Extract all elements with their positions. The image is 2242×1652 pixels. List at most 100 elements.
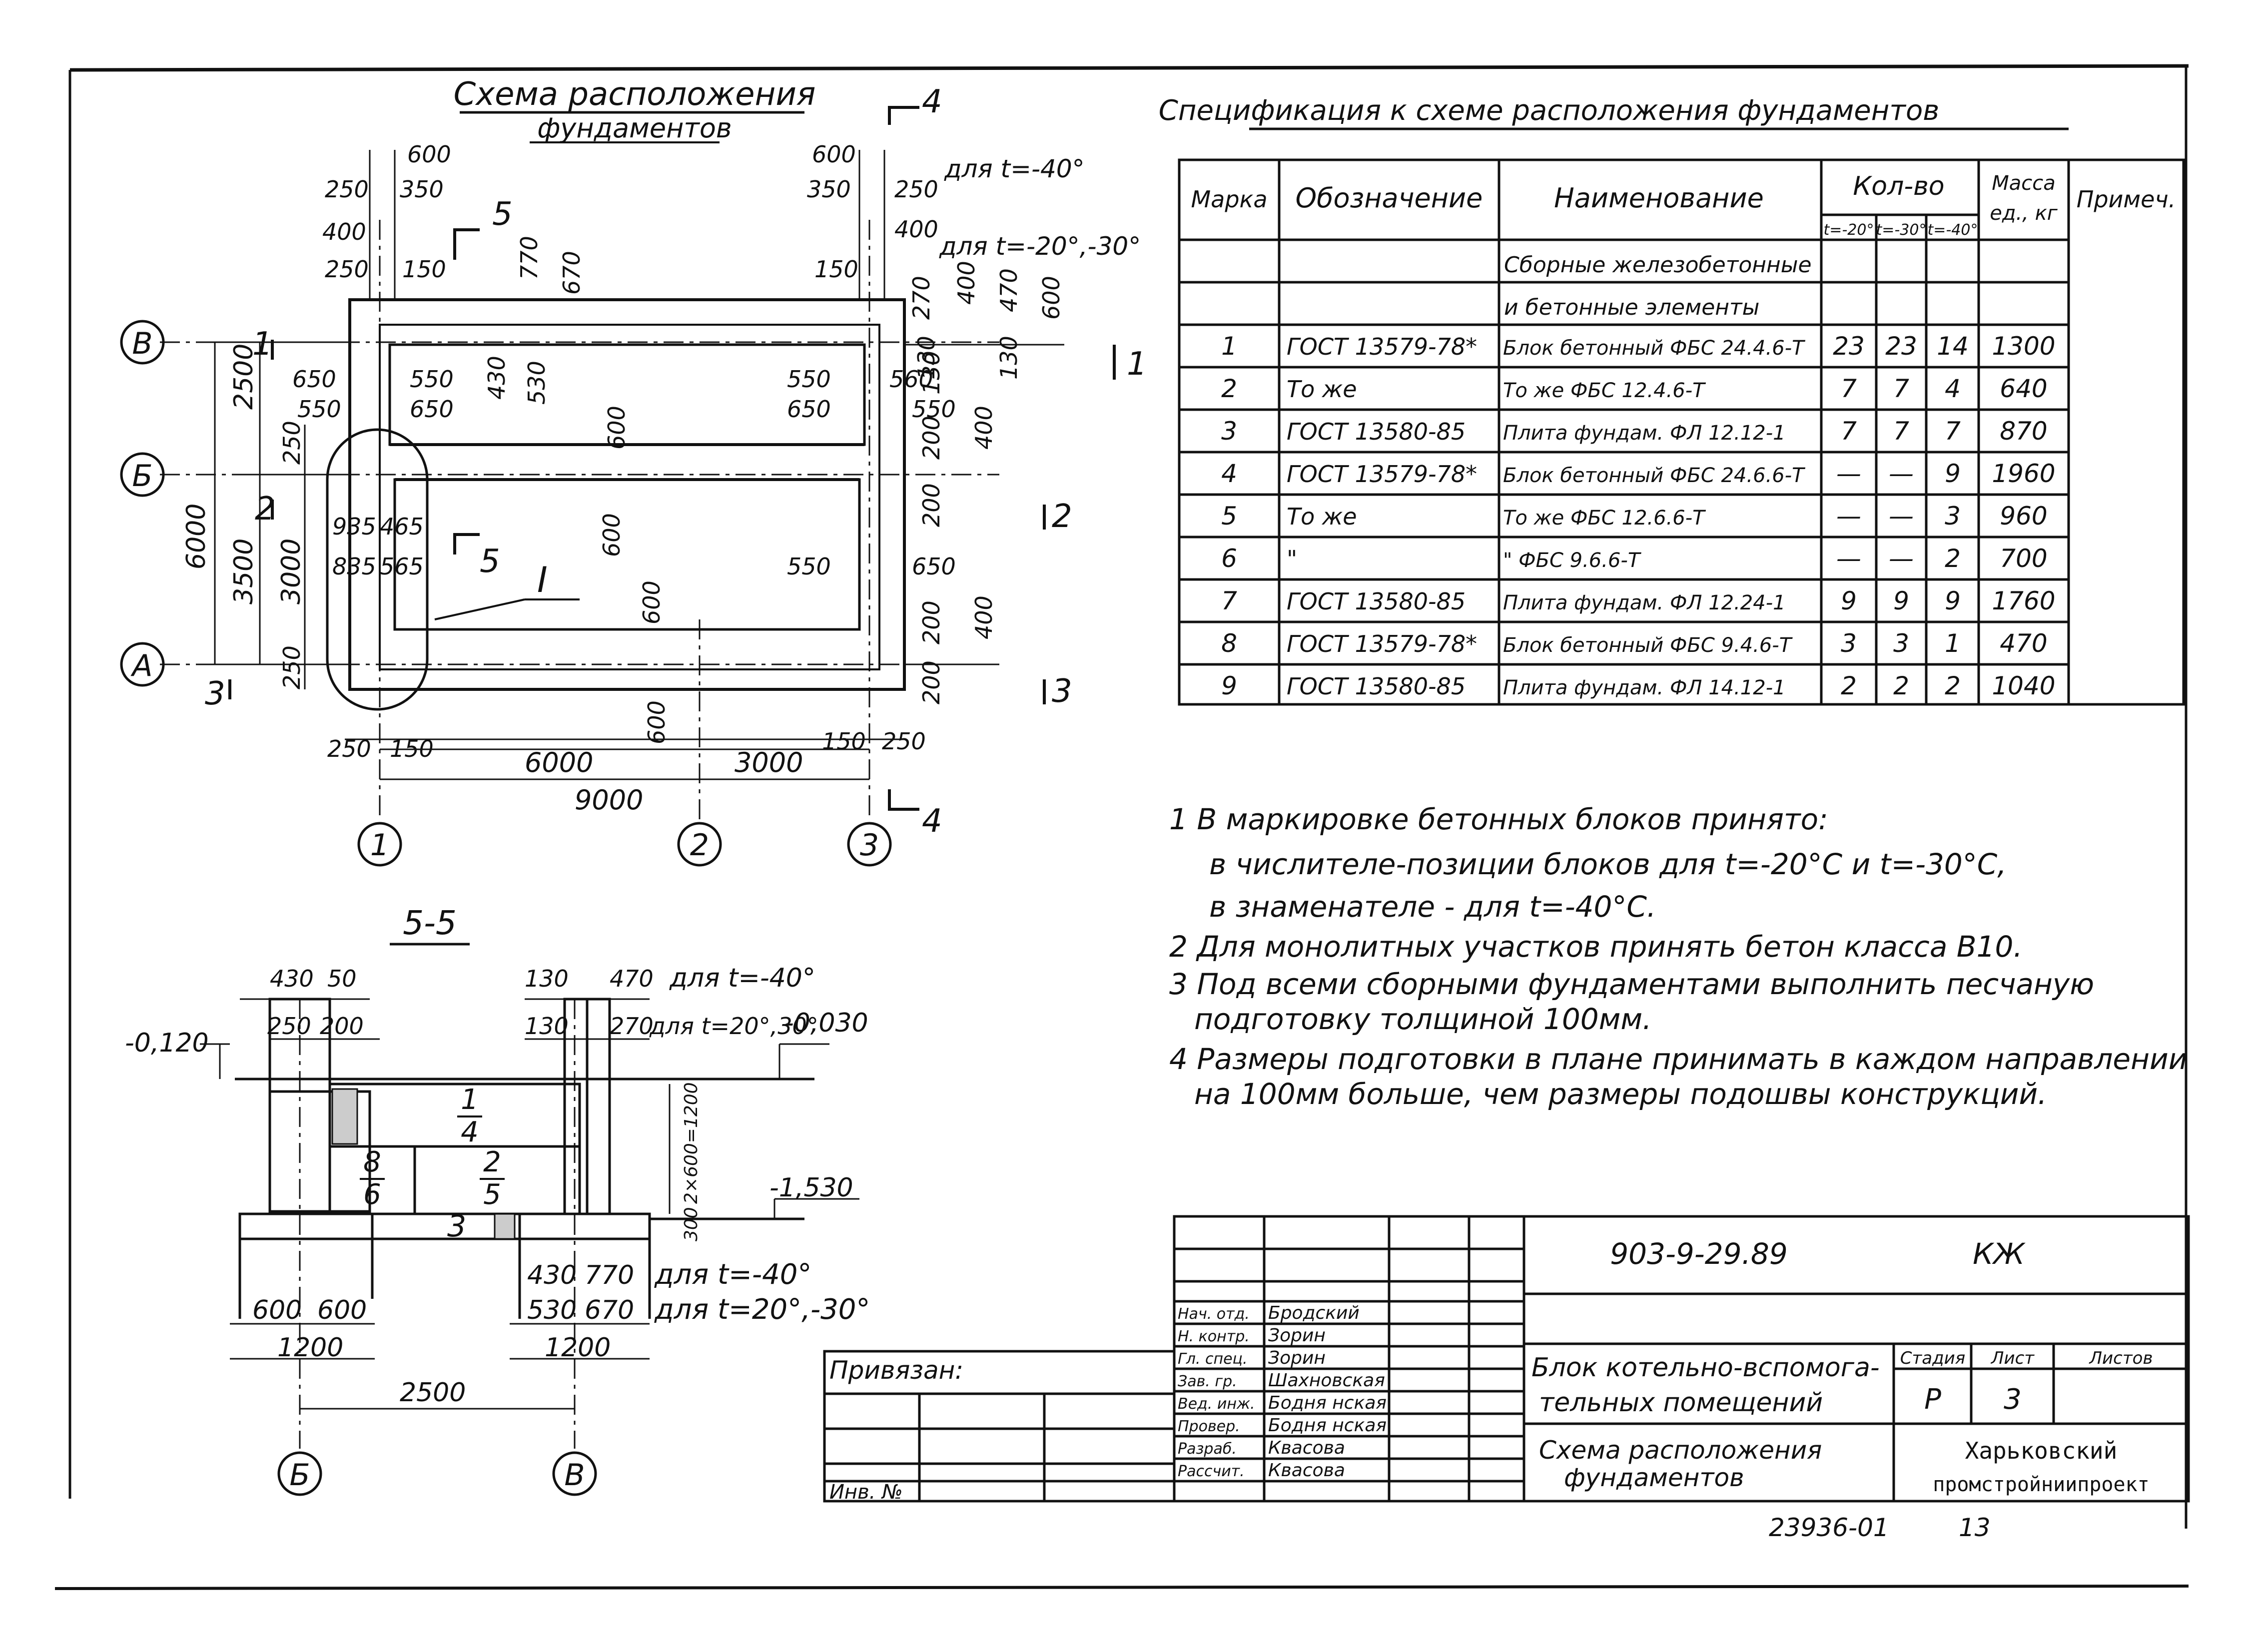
svg-text:250: 250 <box>325 176 369 203</box>
svg-text:1200: 1200 <box>545 1333 611 1363</box>
axis-3: 3 <box>860 828 879 863</box>
spec-cell-des: " <box>1287 546 1297 572</box>
detail-mark: I <box>537 559 548 600</box>
object-line-1: Блок котельно-вспомога- <box>1531 1353 1880 1383</box>
svg-text:470: 470 <box>610 965 654 992</box>
spec-cell-mass: 870 <box>2000 417 2047 446</box>
stamp-role: Вед. инж. <box>1178 1395 1255 1413</box>
section-axis-v: В <box>564 1458 585 1493</box>
stamp-name: Квасова <box>1268 1460 1345 1481</box>
svg-text:600: 600 <box>643 700 670 744</box>
sheet-frame <box>54 64 2189 1590</box>
spec-cell-mark: 5 <box>1221 502 1237 531</box>
group-line-2: и бетонные элементы <box>1504 295 1759 320</box>
svg-text:200: 200 <box>918 416 945 460</box>
spec-cell-mark: 7 <box>1221 586 1237 615</box>
svg-text:-1,530: -1,530 <box>769 1173 853 1203</box>
spec-cell-q40: 7 <box>1945 417 1961 446</box>
section-axis-lines <box>299 999 576 1449</box>
stamp-role: Разраб. <box>1178 1440 1237 1458</box>
svg-text:270: 270 <box>908 276 935 320</box>
svg-text:2: 2 <box>483 1146 501 1178</box>
svg-text:1200: 1200 <box>277 1333 343 1363</box>
stamp-role: Зав. гр. <box>1178 1373 1237 1390</box>
svg-text:600: 600 <box>638 580 665 624</box>
svg-text:4: 4 <box>461 1116 479 1148</box>
svg-text:50: 50 <box>327 965 357 992</box>
svg-text:650: 650 <box>410 396 454 423</box>
object-line-2: тельных помещений <box>1539 1388 1823 1418</box>
svg-text:2: 2 <box>255 491 275 528</box>
col-mass-unit: ед., кг <box>1990 202 2058 225</box>
svg-text:для t=-40°: для t=-40° <box>669 963 815 993</box>
spec-cell-q40: 3 <box>1945 502 1961 531</box>
plan-dimension-lines <box>205 150 1064 780</box>
note-4: 4 Размеры подготовки в плане принимать в… <box>1169 1042 2187 1076</box>
section-mark-labels: 4 4 5 5 1 1 2 2 3 3 <box>205 83 1147 840</box>
inv-label: Инв. № <box>829 1481 903 1504</box>
svg-text:430: 430 <box>270 965 314 992</box>
spec-cell-q20: — <box>1836 544 1861 573</box>
svg-text:-0,120: -0,120 <box>125 1028 209 1058</box>
svg-text:250: 250 <box>278 645 305 689</box>
spec-cell-mass: 700 <box>2000 544 2047 573</box>
note-3: 3 Под всеми сборными фундаментами выполн… <box>1169 967 2094 1001</box>
spec-cell-name: Плита фундам. ФЛ 12.12-1 <box>1503 422 1786 445</box>
plan-dimension-labels: 600 250 350 400 250 150 600 350 250 400 … <box>181 141 1141 816</box>
svg-text:для t=-40°: для t=-40° <box>654 1258 811 1291</box>
svg-text:200: 200 <box>918 660 945 704</box>
svg-text:600: 600 <box>1038 276 1065 320</box>
col-designation: Обозначение <box>1296 182 1483 214</box>
svg-text:770: 770 <box>516 236 543 280</box>
spec-cell-q30: 23 <box>1885 332 1917 361</box>
spec-cell-mark: 9 <box>1221 671 1237 700</box>
svg-text:250: 250 <box>894 176 938 203</box>
svg-text:3000: 3000 <box>276 539 306 604</box>
axis-2: 2 <box>690 828 709 863</box>
spec-cell-q40: 9 <box>1945 459 1961 488</box>
svg-text:935: 935 <box>332 513 376 540</box>
spec-cell-des: ГОСТ 13579-78* <box>1287 461 1477 488</box>
spec-cell-name: Блок бетонный ФБС 9.4.6-Т <box>1503 634 1793 657</box>
stamp-role: Н. контр. <box>1178 1328 1250 1345</box>
svg-text:3: 3 <box>205 675 225 712</box>
svg-text:250: 250 <box>325 256 369 283</box>
spec-cell-q30: — <box>1889 459 1914 488</box>
archive-number: 23936-01 <box>1769 1513 1889 1542</box>
spec-grid <box>1178 158 2185 706</box>
svg-text:430: 430 <box>527 1260 577 1290</box>
svg-text:400: 400 <box>970 406 997 450</box>
spec-cell-q40: 4 <box>1945 374 1961 403</box>
spec-cell-q20: — <box>1836 502 1861 531</box>
spec-cell-q40: 9 <box>1945 586 1961 615</box>
svg-text:770: 770 <box>585 1260 634 1290</box>
svg-text:2500: 2500 <box>229 344 259 410</box>
svg-text:5: 5 <box>483 1178 501 1211</box>
svg-text:565: 565 <box>380 553 424 580</box>
spec-cell-name: То же ФБС 12.4.6-Т <box>1503 379 1706 402</box>
spec-cell-mark: 4 <box>1221 459 1237 488</box>
spec-cell-name: Плита фундам. ФЛ 12.24-1 <box>1503 591 1786 614</box>
foundation-walls <box>348 298 906 691</box>
svg-text:150: 150 <box>390 735 434 762</box>
spec-cell-q20: 7 <box>1841 374 1857 403</box>
doc-brand: КЖ <box>1973 1237 2026 1271</box>
plan-subtitle: фундаментов <box>537 112 732 144</box>
spec-cell-mark: 6 <box>1221 544 1237 573</box>
doc-code: 903-9-29.89 <box>1610 1237 1788 1271</box>
spec-cell-q20: 23 <box>1833 332 1865 361</box>
svg-text:2×600=1200: 2×600=1200 <box>681 1082 702 1204</box>
svg-text:3000: 3000 <box>735 747 803 778</box>
svg-text:400: 400 <box>322 218 366 245</box>
axis-b: Б <box>132 459 152 494</box>
svg-text:400: 400 <box>894 216 938 243</box>
svg-text:для t=-40°: для t=-40° <box>944 154 1085 183</box>
spec-cell-des: То же <box>1287 376 1357 403</box>
spec-cell-mark: 8 <box>1221 629 1237 658</box>
svg-text:670: 670 <box>585 1295 634 1325</box>
svg-text:4: 4 <box>922 803 942 840</box>
svg-text:270: 270 <box>610 1013 654 1040</box>
drawing-line-1: Схема расположения <box>1539 1436 1822 1465</box>
group-line-1: Сборные железобетонные <box>1504 252 1812 278</box>
